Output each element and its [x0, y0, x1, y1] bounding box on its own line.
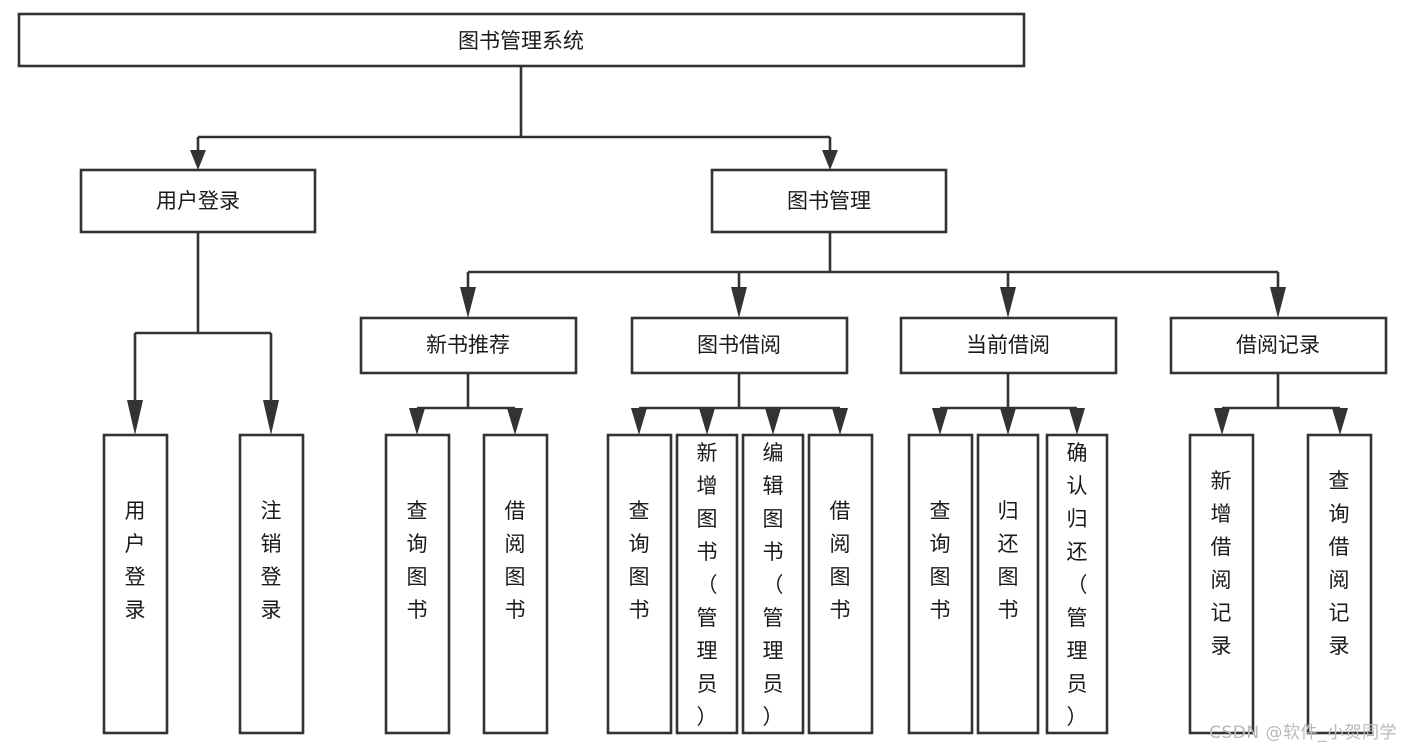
node-root-label: 图书管理系统	[458, 29, 584, 53]
connector-layer	[127, 66, 1348, 435]
node-leaf-borrow-lend-label: 借阅图书	[830, 499, 851, 622]
node-current-box[interactable]	[899, 316, 1118, 375]
arrow-leaf-borrow-lend	[832, 408, 848, 435]
node-leaf-new-query-label: 查询图书	[407, 499, 428, 622]
node-borrow-label: 图书借阅	[697, 333, 781, 357]
node-records-box[interactable]	[1169, 316, 1388, 375]
node-borrow[interactable]: 图书借阅	[630, 316, 849, 375]
node-leaf-user-logout[interactable]: 注销登录	[238, 433, 305, 735]
node-leaf-new-borrow-box[interactable]	[482, 433, 549, 735]
node-leaf-current-return-label: 归还图书	[998, 499, 1019, 622]
arrow-leaf-user-logout	[263, 400, 279, 435]
node-root[interactable]: 图书管理系统	[17, 12, 1026, 68]
node-newbook-box[interactable]	[359, 316, 578, 375]
arrow-leaf-borrow-add	[699, 408, 715, 435]
node-leaf-current-query-label: 查询图书	[930, 499, 951, 622]
node-leaf-record-query[interactable]: 查询借阅记录	[1306, 433, 1373, 735]
arrow-leaf-record-add	[1214, 408, 1230, 435]
node-leaf-record-query-box[interactable]	[1306, 433, 1373, 735]
arrow-to-borrow	[731, 287, 747, 318]
arrow-to-bookmgmt	[822, 150, 838, 170]
arrow-leaf-new-query	[409, 408, 425, 435]
node-leaf-new-query-box[interactable]	[384, 433, 451, 735]
node-leaf-current-return[interactable]: 归还图书	[976, 433, 1040, 735]
node-leaf-record-query-label: 查询借阅记录	[1329, 469, 1350, 658]
node-leaf-user-login[interactable]: 用户登录	[102, 433, 169, 735]
node-leaf-current-confirm-label: 确认归还（管理员）	[1067, 441, 1088, 729]
arrow-leaf-user-login	[127, 400, 143, 435]
node-root-box[interactable]	[17, 12, 1026, 68]
node-bookmgmt[interactable]: 图书管理	[710, 168, 948, 234]
node-records[interactable]: 借阅记录	[1169, 316, 1388, 375]
node-login-label: 用户登录	[156, 189, 240, 213]
node-leaf-record-add-box[interactable]	[1188, 433, 1255, 735]
node-leaf-borrow-query-box[interactable]	[606, 433, 673, 735]
node-login-box[interactable]	[79, 168, 317, 234]
node-borrow-box[interactable]	[630, 316, 849, 375]
node-leaf-borrow-edit[interactable]: 编辑图书（管理员）	[741, 433, 805, 735]
node-leaf-record-add[interactable]: 新增借阅记录	[1188, 433, 1255, 735]
node-leaf-current-confirm[interactable]: 确认归还（管理员）	[1045, 433, 1109, 735]
arrow-leaf-new-borrow	[507, 408, 523, 435]
node-leaf-new-query[interactable]: 查询图书	[384, 433, 451, 735]
arrow-leaf-current-query	[932, 408, 948, 435]
node-leaf-borrow-lend[interactable]: 借阅图书	[807, 433, 874, 735]
arrow-to-login	[190, 150, 206, 170]
node-leaf-borrow-lend-box[interactable]	[807, 433, 874, 735]
node-leaf-current-confirm-box[interactable]	[1045, 433, 1109, 735]
node-newbook[interactable]: 新书推荐	[359, 316, 578, 375]
node-leaf-user-login-box[interactable]	[102, 433, 169, 735]
node-current[interactable]: 当前借阅	[899, 316, 1118, 375]
node-leaf-borrow-edit-box[interactable]	[741, 433, 805, 735]
arrow-leaf-borrow-edit	[765, 408, 781, 435]
node-leaf-user-login-label: 用户登录	[125, 499, 146, 622]
node-current-label: 当前借阅	[966, 333, 1050, 357]
node-leaf-borrow-edit-label: 编辑图书（管理员）	[763, 441, 784, 729]
node-leaf-current-return-box[interactable]	[976, 433, 1040, 735]
csdn-watermark: CSDN @软件_小贺同学	[1209, 723, 1397, 743]
node-leaf-current-query-box[interactable]	[907, 433, 974, 735]
arrow-to-current	[1000, 287, 1016, 318]
node-leaf-new-borrow-label: 借阅图书	[505, 499, 526, 622]
node-leaf-user-logout-label: 注销登录	[261, 499, 282, 622]
arrow-leaf-record-query	[1332, 408, 1348, 435]
node-leaf-borrow-add[interactable]: 新增图书（管理员）	[675, 433, 739, 735]
node-leaf-borrow-add-label: 新增图书（管理员）	[697, 441, 718, 729]
arrow-leaf-borrow-query	[631, 408, 647, 435]
node-leaf-borrow-add-box[interactable]	[675, 433, 739, 735]
node-bookmgmt-box[interactable]	[710, 168, 948, 234]
arrow-to-newbook	[460, 287, 476, 318]
node-leaf-user-logout-box[interactable]	[238, 433, 305, 735]
node-login[interactable]: 用户登录	[79, 168, 317, 234]
node-leaf-new-borrow[interactable]: 借阅图书	[482, 433, 549, 735]
node-leaf-borrow-query-label: 查询图书	[629, 499, 650, 622]
arrow-to-records	[1270, 287, 1286, 318]
node-leaf-record-add-label: 新增借阅记录	[1211, 469, 1232, 658]
node-bookmgmt-label: 图书管理	[787, 189, 871, 213]
arrow-leaf-current-return	[1000, 408, 1016, 435]
node-leaf-borrow-query[interactable]: 查询图书	[606, 433, 673, 735]
arrow-leaf-current-confirm	[1069, 408, 1085, 435]
node-newbook-label: 新书推荐	[426, 333, 510, 357]
node-records-label: 借阅记录	[1236, 333, 1320, 357]
node-leaf-current-query[interactable]: 查询图书	[907, 433, 974, 735]
